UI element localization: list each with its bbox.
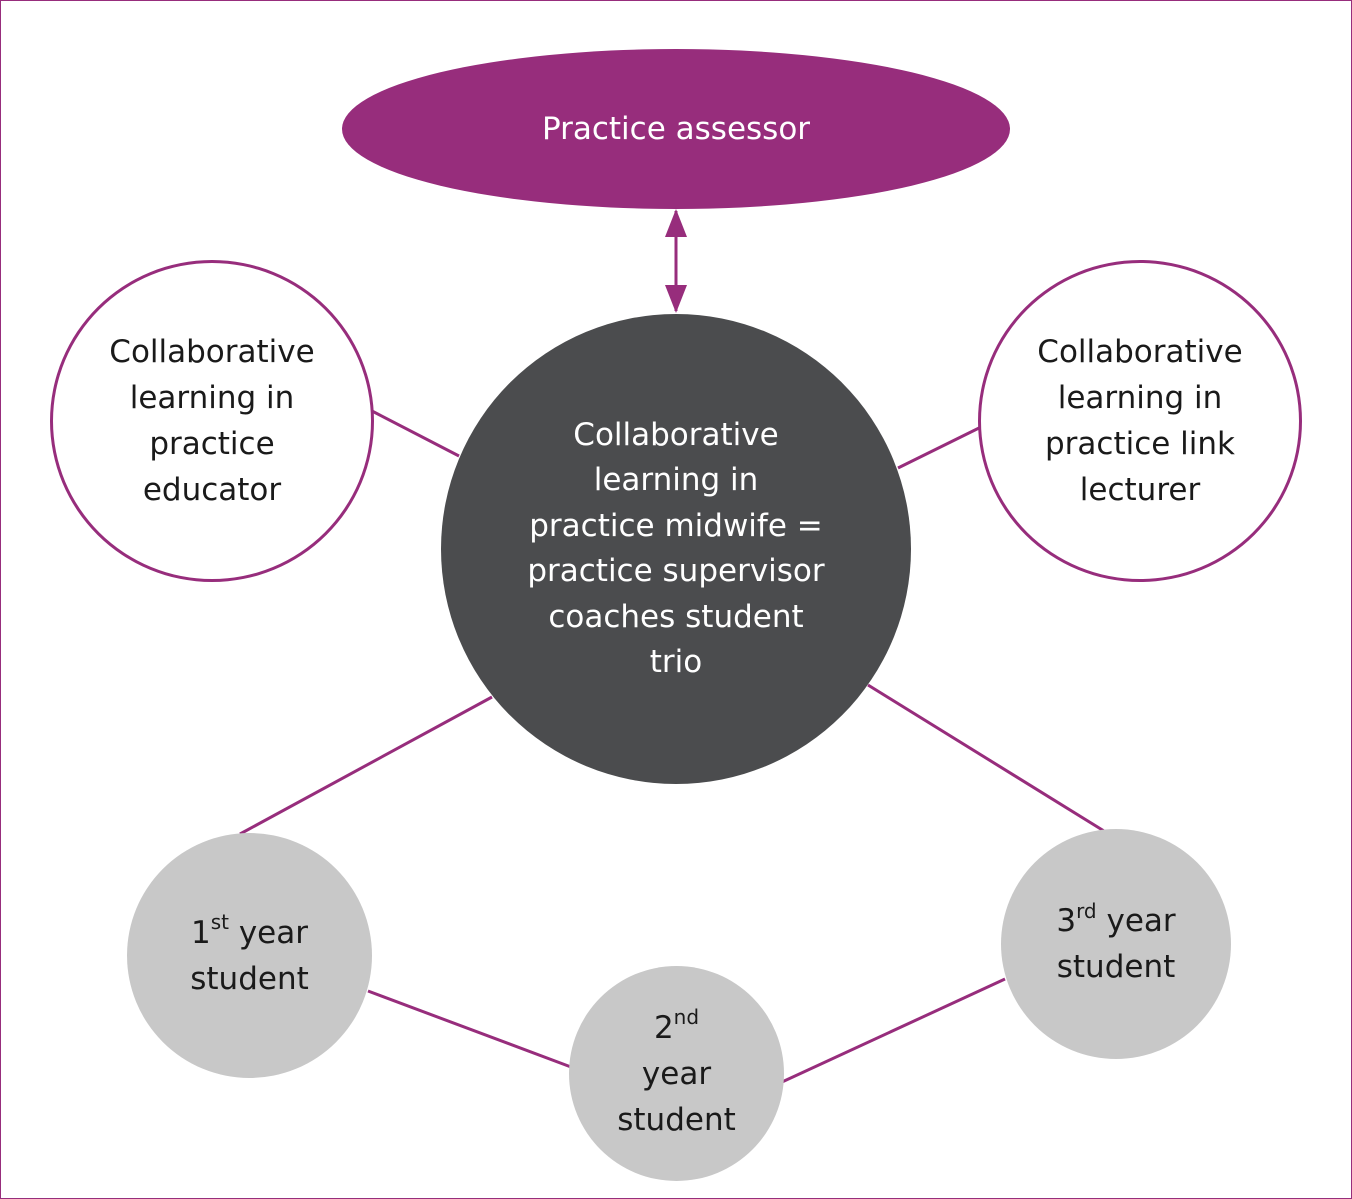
educator-label-line3: practice (149, 426, 275, 462)
lecturer-label-line2: learning in (1057, 380, 1223, 416)
year2-label-line3: student (617, 1101, 736, 1138)
center-label-line3: practice midwife = (529, 507, 823, 544)
year2-number: 2 (653, 1009, 674, 1046)
year1-number: 1 (190, 914, 211, 951)
year3-word: year (1096, 903, 1176, 939)
link-lecturer-node: Collaborative learning in practice link … (978, 260, 1302, 582)
lecturer-label-line4: lecturer (1079, 472, 1201, 508)
educator-label-line2: learning in (129, 380, 295, 416)
year2-label-line2: year (641, 1055, 712, 1092)
practice-assessor-node: Practice assessor (342, 49, 1010, 209)
center-label-line2: learning in (593, 462, 759, 498)
center-label-line1: Collaborative (573, 416, 779, 453)
second-year-student-node: 2nd year student (569, 966, 784, 1181)
year3-number: 3 (1056, 903, 1077, 939)
educator-label-line1: Collaborative (109, 334, 315, 370)
year1-ordinal-suffix: st (210, 910, 229, 935)
year2-year3-connector (781, 977, 1006, 1084)
third-year-student-node: 3rd year student (1001, 829, 1231, 1059)
year1-year2-connector (367, 989, 572, 1069)
practice-supervisor-node: Collaborative learning in practice midwi… (441, 314, 911, 784)
year1-label-line2: student (190, 960, 309, 997)
year2-ordinal-suffix: nd (673, 1005, 700, 1030)
educator-label-line4: educator (142, 472, 282, 508)
lecturer-label-line3: practice link (1044, 426, 1236, 462)
year3-label-line2: student (1056, 949, 1176, 985)
center-year1-connector (239, 695, 493, 836)
center-label-line4: practice supervisor (527, 553, 825, 589)
lecturer-label-line1: Collaborative (1037, 334, 1243, 370)
practice-assessor-label: Practice assessor (541, 111, 811, 147)
center-year3-connector (867, 683, 1105, 833)
arrowhead-down (665, 285, 687, 313)
year3-label-line1: 3rd year (1056, 898, 1175, 944)
arrowhead-up (665, 209, 687, 237)
practice-educator-node: Collaborative learning in practice educa… (50, 260, 374, 582)
year1-word: year (228, 914, 308, 951)
first-year-student-node: 1st year student (127, 833, 372, 1078)
educator-center-connector (371, 409, 460, 458)
year1-label-line1: 1st year (191, 910, 308, 956)
center-label-line5: coaches student (548, 598, 804, 635)
center-label-line6: trio (649, 644, 703, 680)
lecturer-center-connector (897, 426, 980, 470)
year3-ordinal-suffix: rd (1076, 898, 1097, 923)
year2-label-line1: 2nd (654, 1005, 699, 1051)
